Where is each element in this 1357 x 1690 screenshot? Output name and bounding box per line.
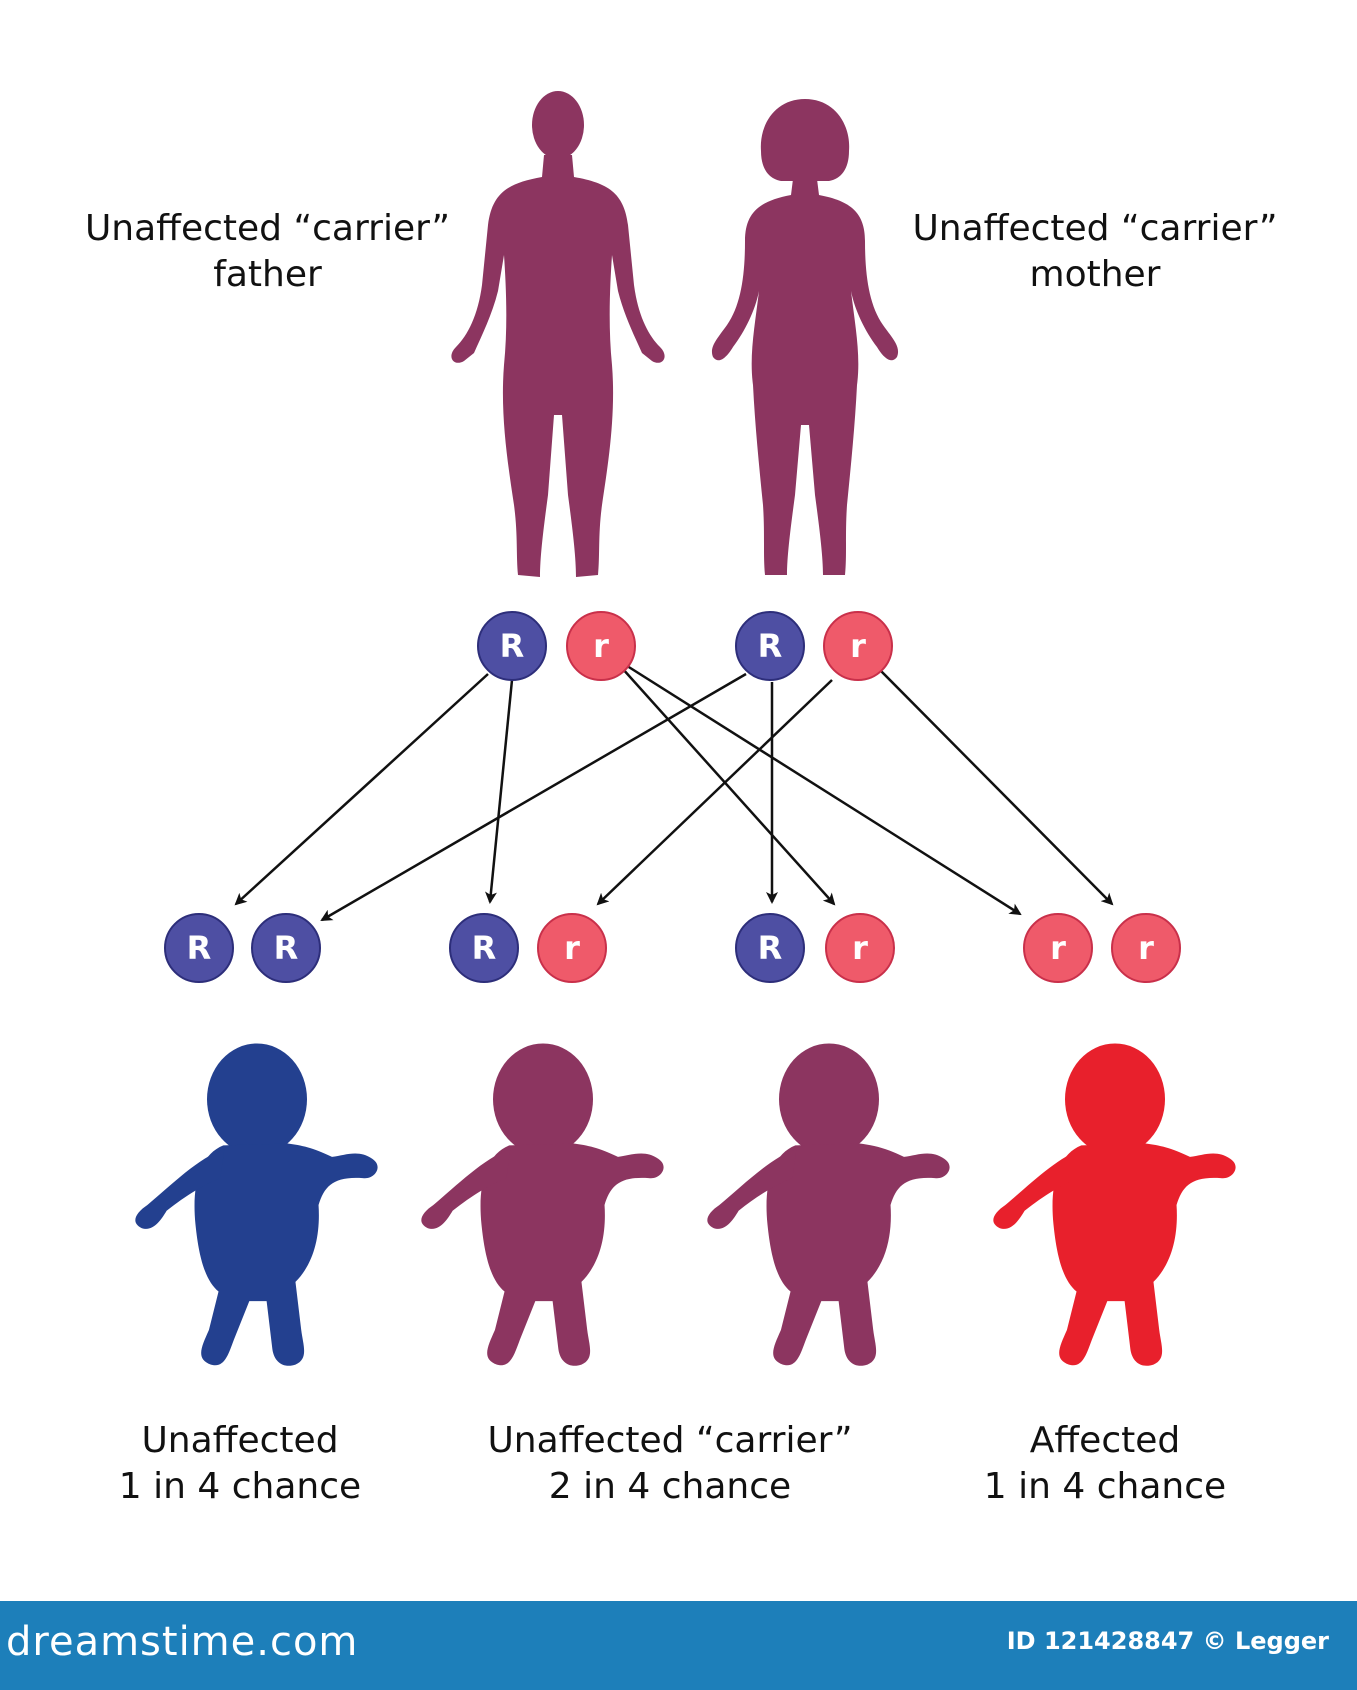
inheritance-arrow-8: [879, 669, 1114, 906]
svg-text:r: r: [1138, 929, 1154, 967]
mother-allele-dominant: R: [735, 611, 805, 681]
outcome-carrier-label: Unaffected “carrier” 2 in 4 chance: [487, 1420, 853, 1507]
offspring-1-allele-2: R: [251, 913, 321, 983]
mother-allele-recessive: r: [823, 611, 893, 681]
inheritance-arrow-2: [485, 679, 514, 904]
svg-text:r: r: [564, 929, 580, 967]
svg-text:R: R: [758, 929, 783, 967]
offspring-3-allele-1: R: [735, 913, 805, 983]
father-allele-dominant: R: [477, 611, 547, 681]
offspring-4-allele-2: r: [1111, 913, 1181, 983]
svg-text:R: R: [274, 929, 299, 967]
father-label: Unaffected “carrier” father: [84, 208, 451, 295]
svg-text:R: R: [500, 627, 525, 665]
brand-logo[interactable]: dreamstime.com: [6, 1619, 359, 1665]
offspring-1-allele-1: R: [164, 913, 234, 983]
footer-bar: dreamstime.com ID 121428847 © Legger: [0, 1601, 1357, 1690]
svg-text:R: R: [187, 929, 212, 967]
child-2-baby-silhouette-icon: [421, 1043, 664, 1366]
child-1-baby-silhouette-icon: [135, 1043, 378, 1366]
child-3-baby-silhouette-icon: [707, 1043, 950, 1366]
svg-text:r: r: [852, 929, 868, 967]
inheritance-arrow-7: [596, 679, 833, 906]
offspring-2-allele-2: r: [537, 913, 607, 983]
inheritance-arrow-4: [623, 662, 1022, 916]
father-silhouette-icon: [451, 91, 665, 577]
offspring-4-allele-1: r: [1023, 913, 1093, 983]
svg-text:r: r: [593, 627, 609, 665]
mother-label: Unaffected “carrier” mother: [912, 208, 1278, 295]
inheritance-arrow-1: [234, 673, 489, 906]
svg-text:R: R: [758, 627, 783, 665]
offspring-2-allele-1: R: [449, 913, 519, 983]
father-allele-recessive: r: [566, 611, 636, 681]
inheritance-arrow-3: [621, 667, 836, 906]
svg-text:r: r: [1050, 929, 1066, 967]
inheritance-arrow-5: [320, 672, 747, 922]
outcome-affected-label: Affected 1 in 4 chance: [983, 1420, 1227, 1507]
stock-id-text: ID 121428847 © Legger: [1006, 1627, 1329, 1655]
offspring-3-allele-2: r: [825, 913, 895, 983]
outcome-unaffected-label: Unaffected 1 in 4 chance: [118, 1420, 362, 1507]
mother-silhouette-icon: [711, 99, 899, 575]
svg-text:r: r: [850, 627, 866, 665]
child-4-baby-silhouette-icon: [993, 1043, 1236, 1366]
svg-text:R: R: [472, 929, 497, 967]
